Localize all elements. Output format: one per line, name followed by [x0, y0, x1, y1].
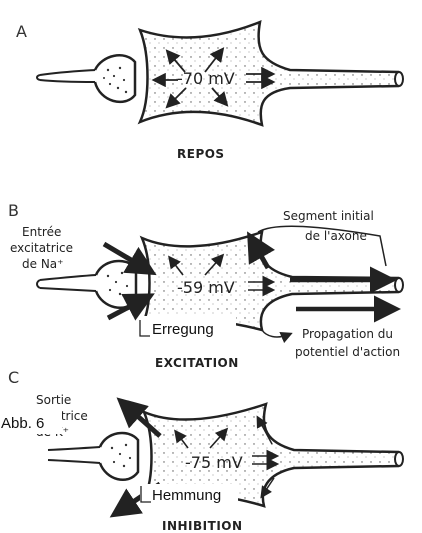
hemmung-tag: Hemmung [152, 487, 221, 504]
membrane-potential-a: -70 mV [177, 69, 235, 88]
input-label-line3: de Na⁺ [22, 257, 63, 271]
propagation-label-line1: Propagation du [302, 327, 393, 341]
membrane-potential-c: -75 mV [185, 453, 243, 472]
input-label-line2: excitatrice [10, 241, 73, 255]
propagation-label-line2: potentiel d'action [295, 345, 400, 359]
panel-c: C Sortie inhibitrice de K⁺ [0, 368, 403, 533]
panel-c-caption: INHIBITION [162, 519, 243, 533]
segment-label-line1: Segment initial [283, 209, 374, 223]
panel-c-letter: C [8, 368, 19, 387]
panel-b-caption: EXCITATION [155, 356, 239, 370]
output-label-line1: Sortie [36, 393, 71, 407]
segment-label-line2: de l'axone [305, 229, 367, 243]
figure-label: Abb. 6 [1, 415, 44, 432]
panel-b-letter: B [8, 201, 19, 220]
panel-b: B Entrée excitatrice de Na⁺ Segment init… [8, 201, 403, 370]
panel-a-letter: A [16, 22, 27, 41]
panel-a-caption: REPOS [177, 147, 225, 161]
membrane-potential-b: -59 mV [177, 278, 235, 297]
erregung-tag: Erregung [152, 321, 214, 338]
panel-a: A [16, 22, 403, 161]
input-label-line1: Entrée [22, 225, 61, 239]
